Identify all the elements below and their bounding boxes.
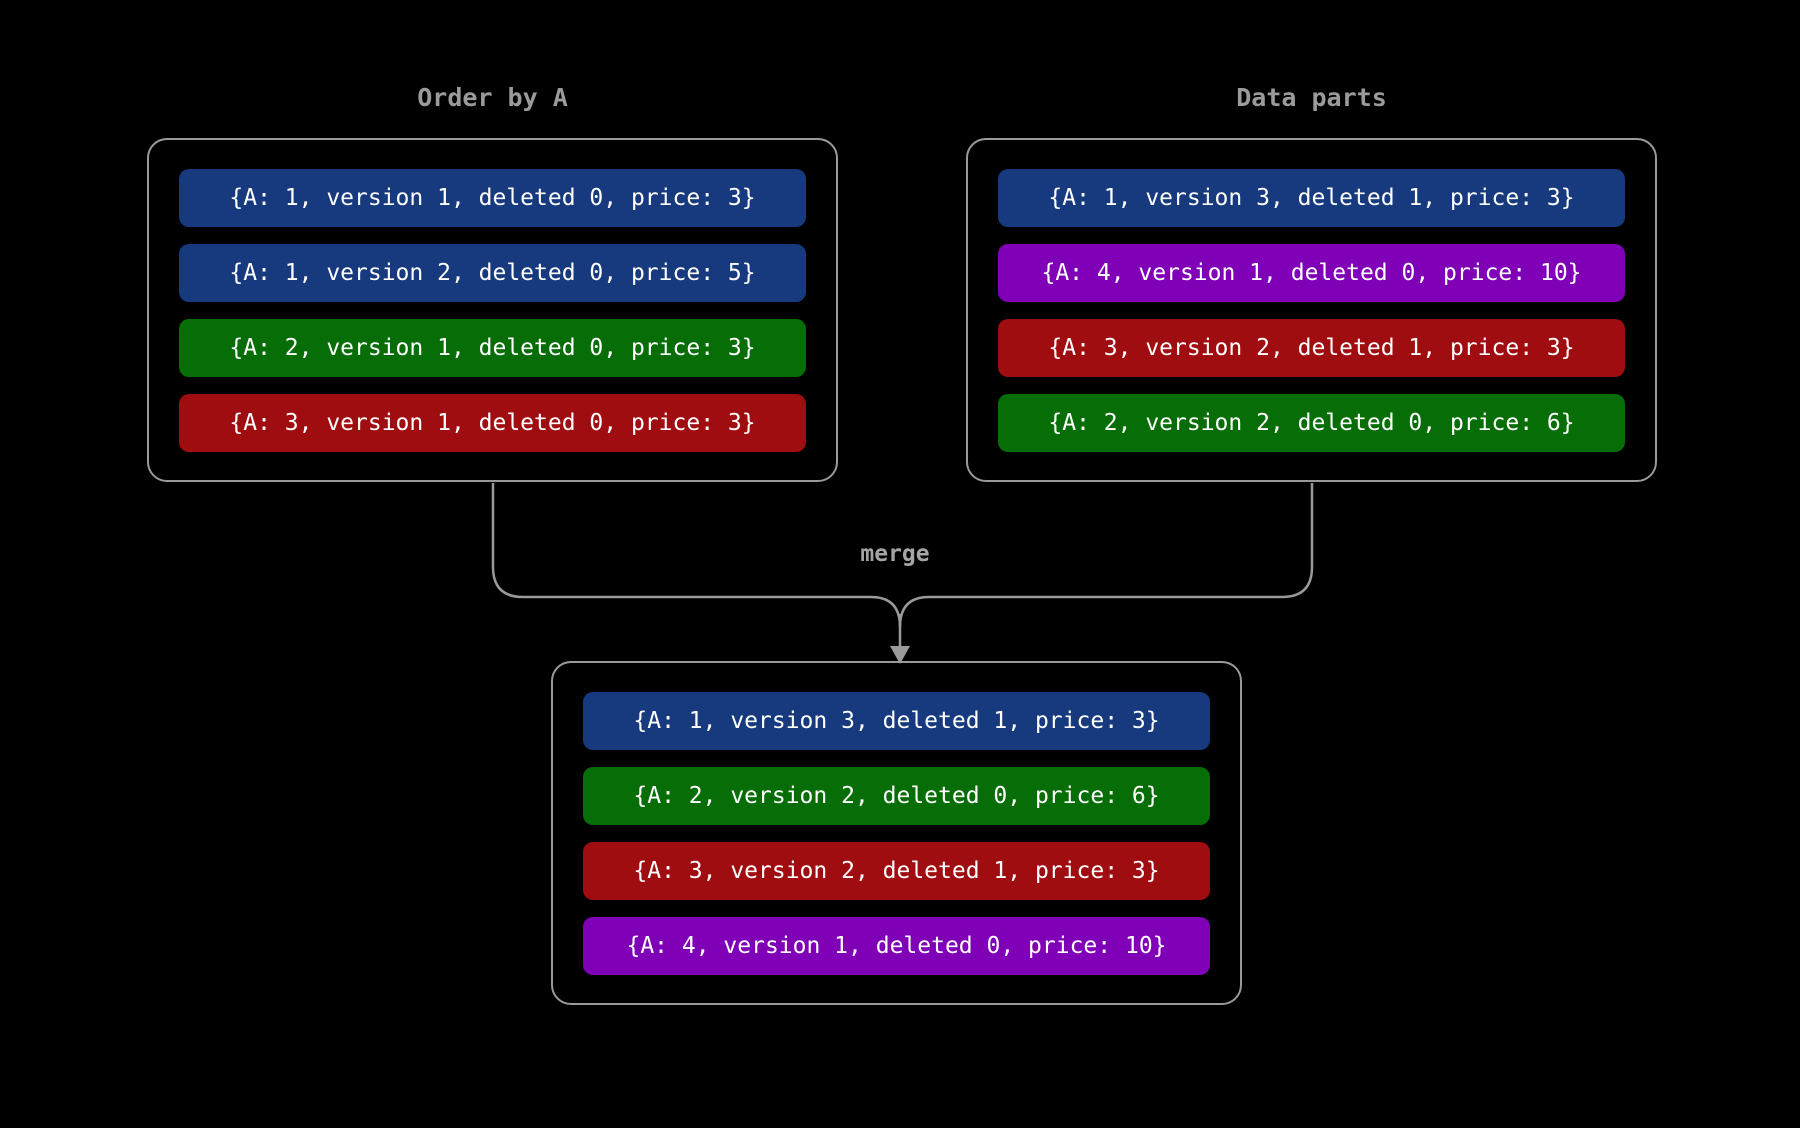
data-part-row: {A: 2, version 1, deleted 0, price: 3} [179,319,806,377]
data-part-row: {A: 3, version 2, deleted 1, price: 3} [583,842,1210,900]
data-part-row: {A: 1, version 2, deleted 0, price: 5} [179,244,806,302]
merge-label: merge [860,541,930,567]
data-parts-title: Data parts [1236,83,1387,112]
data-part-row: {A: 3, version 1, deleted 0, price: 3} [179,394,806,452]
data-part-row: {A: 1, version 3, deleted 1, price: 3} [583,692,1210,750]
data-part-row: {A: 1, version 1, deleted 0, price: 3} [179,169,806,227]
data-part-row: {A: 1, version 3, deleted 1, price: 3} [998,169,1625,227]
data-part-row: {A: 2, version 2, deleted 0, price: 6} [583,767,1210,825]
data-part-row: {A: 4, version 1, deleted 0, price: 10} [583,917,1210,975]
data-part-row: {A: 3, version 2, deleted 1, price: 3} [998,319,1625,377]
data-part-row: {A: 2, version 2, deleted 0, price: 6} [998,394,1625,452]
merged-result-box: {A: 1, version 3, deleted 1, price: 3} {… [551,661,1242,1005]
order-by-a-title: Order by A [417,83,568,112]
data-parts-box: {A: 1, version 3, deleted 1, price: 3} {… [966,138,1657,482]
data-part-row: {A: 4, version 1, deleted 0, price: 10} [998,244,1625,302]
order-by-a-box: {A: 1, version 1, deleted 0, price: 3} {… [147,138,838,482]
